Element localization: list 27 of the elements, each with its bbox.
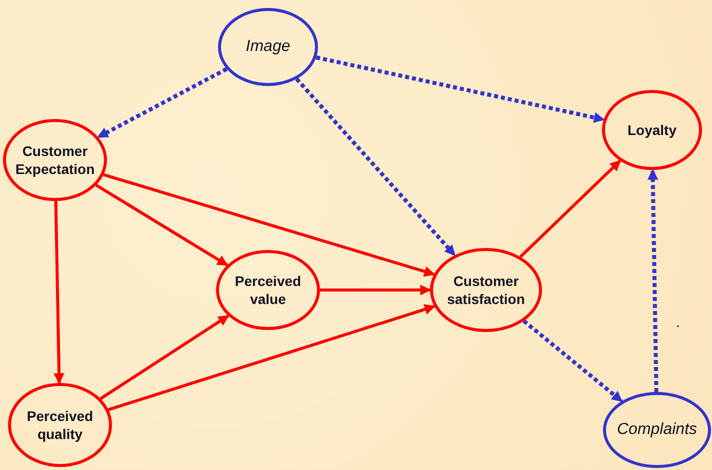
arrow <box>522 319 624 403</box>
arrow <box>100 314 230 400</box>
arrow <box>97 67 228 139</box>
ellipse-node <box>8 383 112 467</box>
arrow <box>103 173 436 277</box>
arrow <box>95 184 228 266</box>
note: . <box>676 314 680 330</box>
arrow <box>519 160 622 258</box>
arrow <box>54 200 64 384</box>
arrow <box>320 284 432 296</box>
arrow <box>647 168 658 392</box>
arrow <box>295 78 456 256</box>
node-label: Customer satisfaction <box>446 272 526 308</box>
ellipse-node <box>602 90 702 170</box>
arrow <box>108 304 436 412</box>
node-label: Loyalty <box>626 120 678 140</box>
ellipse-node <box>430 248 542 332</box>
node-label: Perceived quality <box>26 406 94 444</box>
ellipse-node <box>3 119 107 201</box>
node-label: Customer Expectation <box>14 142 96 178</box>
node-label: Complaints <box>616 420 698 440</box>
node-label: Perceived value <box>234 272 302 308</box>
arrow <box>316 55 605 123</box>
ellipse-node <box>603 392 711 468</box>
node-label: Image <box>244 36 292 57</box>
ellipse-node <box>218 8 318 86</box>
ellipse-node <box>216 250 320 330</box>
